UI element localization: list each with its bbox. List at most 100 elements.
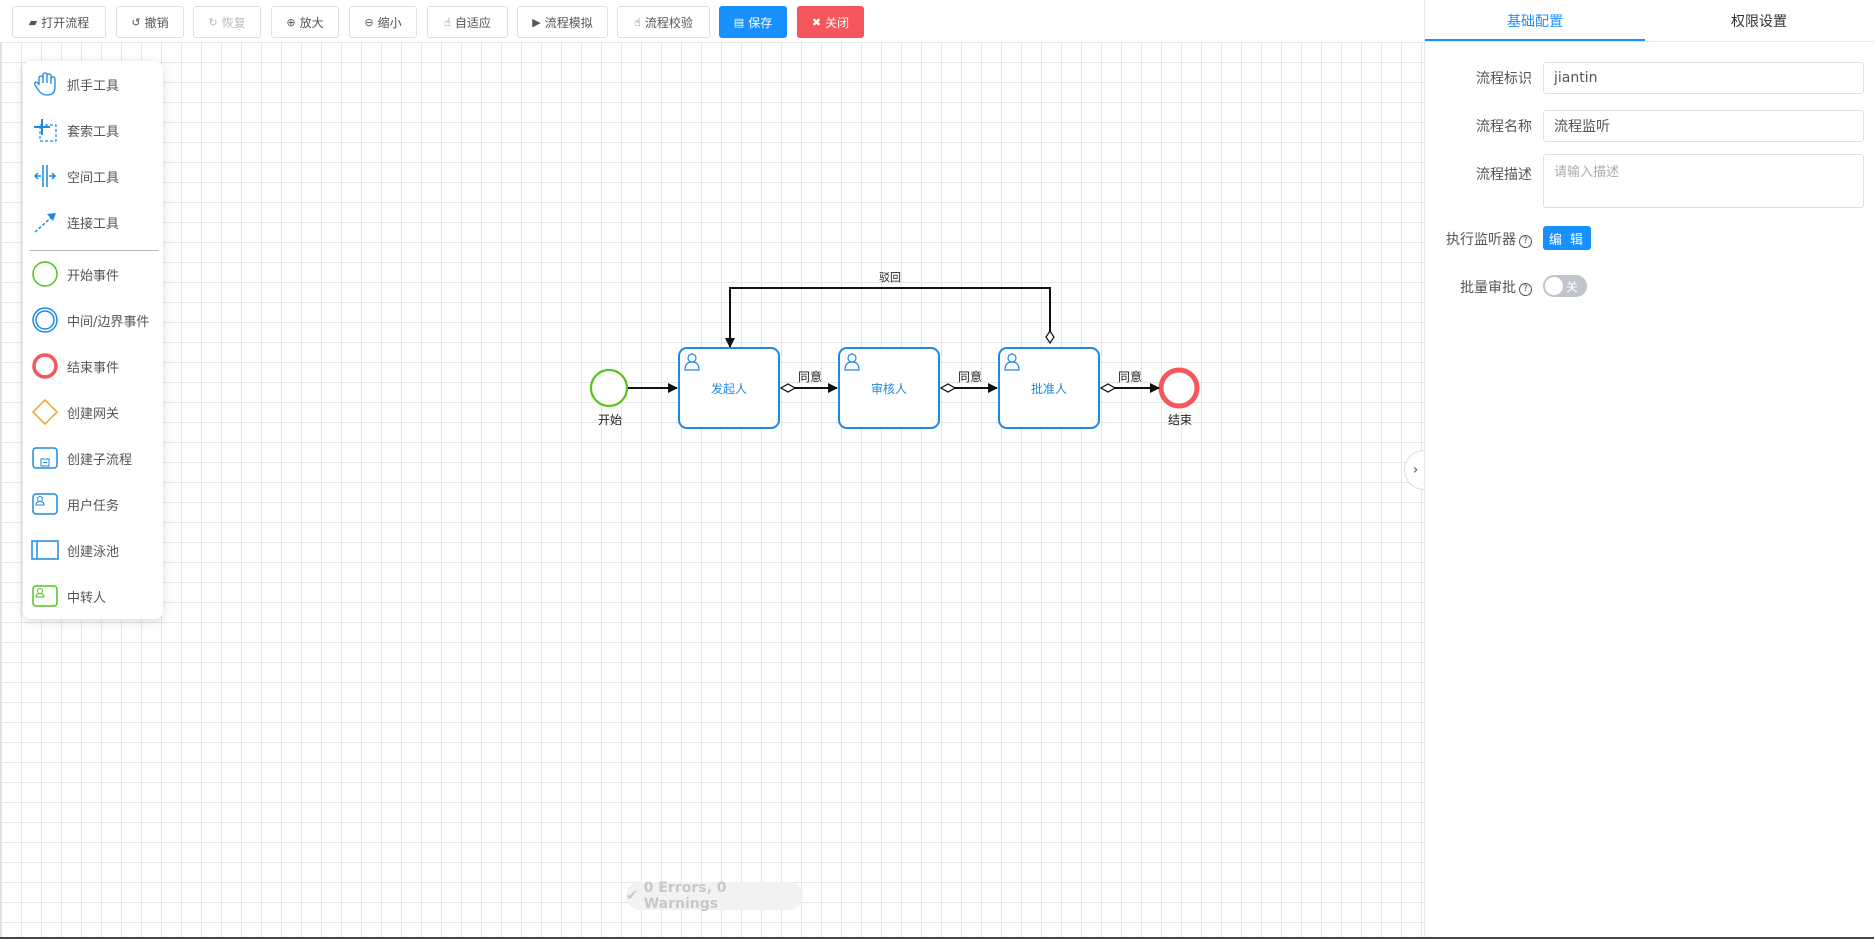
tab-basic-config[interactable]: 基础配置 xyxy=(1507,14,1563,30)
task-reviewer[interactable] xyxy=(838,347,940,429)
process-name-label: 流程名称 xyxy=(1476,119,1532,135)
palette-lasso-label: 套索工具 xyxy=(67,124,120,140)
play-icon: ▶ xyxy=(532,15,541,29)
zoom-in-button[interactable]: ⊕ 放大 xyxy=(271,6,339,38)
palette-end-event[interactable]: 结束事件 xyxy=(31,348,159,384)
save-icon: ▤ xyxy=(733,15,745,29)
bottom-edge xyxy=(0,937,1874,939)
gateway-diamond-icon xyxy=(31,398,59,426)
panel-tabs: 基础配置 权限设置 xyxy=(1425,0,1874,42)
flow1-diamond xyxy=(779,383,797,393)
hand-pointer-icon: ☝ xyxy=(634,15,641,29)
end-event-icon xyxy=(31,352,59,380)
flow3-label: 同意 xyxy=(1118,370,1143,384)
transfer-user-icon xyxy=(31,582,59,610)
tool-palette: 抓手工具 套索工具 空间工具 连接工具 xyxy=(23,61,163,619)
flow1-label: 同意 xyxy=(798,370,823,384)
redo-button[interactable]: ↻ 恢复 xyxy=(193,6,261,38)
reject-flow[interactable] xyxy=(725,287,1051,348)
listener-label-text: 执行监听器 xyxy=(1446,232,1516,248)
task-approver-label: 批准人 xyxy=(1031,382,1068,396)
batch-approval-label: 批量审批? xyxy=(1425,277,1532,297)
save-label: 保存 xyxy=(748,15,773,30)
fit-view-label: 自适应 xyxy=(454,15,491,30)
subprocess-icon xyxy=(31,444,59,472)
undo-icon: ↺ xyxy=(131,15,141,29)
palette-subprocess[interactable]: 创建子流程 xyxy=(31,440,159,476)
save-button[interactable]: ▤ 保存 xyxy=(719,6,787,38)
check-icon: ✔ xyxy=(626,888,638,904)
user-task-icon xyxy=(1004,353,1020,371)
undo-label: 撤销 xyxy=(144,15,169,30)
palette-intermediate-event[interactable]: 中间/边界事件 xyxy=(31,302,159,338)
redo-icon: ↻ xyxy=(208,15,218,29)
open-process-label: 打开流程 xyxy=(41,15,90,30)
end-event[interactable] xyxy=(1158,367,1200,409)
close-label: 关闭 xyxy=(825,15,850,30)
open-process-button[interactable]: ▰ 打开流程 xyxy=(12,6,106,38)
connect-arrow-icon xyxy=(31,208,59,236)
user-task-icon xyxy=(684,353,700,371)
reject-flow-diamond xyxy=(1045,329,1055,345)
palette-start-event[interactable]: 开始事件 xyxy=(31,256,159,292)
redo-label: 恢复 xyxy=(221,15,246,30)
zoom-out-button[interactable]: ⊖ 缩小 xyxy=(349,6,417,38)
palette-transfer[interactable]: 中转人 xyxy=(31,578,159,614)
end-event-label: 结束 xyxy=(1168,413,1193,427)
zoom-in-label: 放大 xyxy=(299,15,324,30)
task-approver[interactable] xyxy=(998,347,1100,429)
palette-connect-tool[interactable]: 连接工具 xyxy=(31,204,159,240)
close-icon: ✖ xyxy=(811,15,822,29)
start-event-icon xyxy=(31,260,59,288)
fit-view-button[interactable]: ☝ 自适应 xyxy=(427,6,508,38)
edit-listener-button[interactable]: 编 辑 xyxy=(1543,226,1591,250)
flow2-label: 同意 xyxy=(958,370,983,384)
chevron-right-icon: › xyxy=(1412,462,1419,478)
validate-label: 流程校验 xyxy=(644,15,693,30)
user-task-icon xyxy=(844,353,860,371)
palette-gateway[interactable]: 创建网关 xyxy=(31,394,159,430)
process-desc-label: 流程描述 xyxy=(1476,167,1532,183)
validation-status-text: 0 Errors, 0 Warnings xyxy=(643,880,727,912)
tab-permission-settings[interactable]: 权限设置 xyxy=(1731,14,1787,30)
flow3-diamond xyxy=(1099,383,1117,393)
active-tab-indicator xyxy=(1425,39,1645,41)
undo-button[interactable]: ↺ 撤销 xyxy=(116,6,184,38)
palette-user-task-label: 用户任务 xyxy=(67,498,120,514)
process-name-input[interactable]: 流程监听 xyxy=(1543,110,1864,142)
toolbar: ▰ 打开流程 ↺ 撤销 ↻ 恢复 ⊕ 放大 ⊖ 缩小 ☝ 自适应 ▶ 流程模拟 … xyxy=(0,0,1424,42)
close-button[interactable]: ✖ 关闭 xyxy=(797,6,864,38)
start-event[interactable] xyxy=(589,368,629,408)
flow2-diamond xyxy=(939,383,957,393)
switch-text: 关 xyxy=(1566,280,1579,294)
listener-label: 执行监听器? xyxy=(1425,229,1532,249)
validation-status: ✔ 0 Errors, 0 Warnings xyxy=(626,880,803,912)
palette-start-event-label: 开始事件 xyxy=(67,268,120,284)
diagram-canvas[interactable]: 开始 结束 发起人 审核人 批准人 同意 同意 同意 驳回 抓手工具 套索工具 xyxy=(0,42,1424,939)
help-icon[interactable]: ? xyxy=(1519,234,1532,248)
bpmn-diagram[interactable] xyxy=(1,42,1425,939)
process-key-label: 流程标识 xyxy=(1476,71,1532,87)
palette-end-event-label: 结束事件 xyxy=(67,360,120,376)
task-initiator[interactable] xyxy=(678,347,780,429)
palette-lasso-tool[interactable]: 套索工具 xyxy=(31,112,159,148)
hand-icon xyxy=(31,70,59,98)
help-icon[interactable]: ? xyxy=(1519,282,1532,296)
hand-pointer-icon: ☝ xyxy=(444,15,451,29)
process-key-input[interactable]: jiantin xyxy=(1543,62,1864,94)
reject-flow-label: 驳回 xyxy=(879,271,901,284)
properties-panel: 基础配置 权限设置 流程标识 jiantin 流程名称 流程监听 流程描述 请输… xyxy=(1424,0,1874,937)
simulate-button[interactable]: ▶ 流程模拟 xyxy=(517,6,608,38)
palette-user-task[interactable]: 用户任务 xyxy=(31,486,159,522)
palette-pool[interactable]: 创建泳池 xyxy=(31,532,159,568)
zoom-out-label: 缩小 xyxy=(377,15,402,30)
task-reviewer-label: 审核人 xyxy=(871,382,908,396)
palette-divider xyxy=(29,250,159,251)
palette-space-tool[interactable]: 空间工具 xyxy=(31,158,159,194)
validate-button[interactable]: ☝ 流程校验 xyxy=(617,6,710,38)
switch-knob xyxy=(1545,277,1563,295)
process-desc-textarea[interactable]: 请输入描述 xyxy=(1543,154,1864,208)
batch-approval-switch[interactable]: 关 xyxy=(1543,275,1587,297)
palette-pool-label: 创建泳池 xyxy=(67,544,120,560)
palette-hand-tool[interactable]: 抓手工具 xyxy=(31,66,159,102)
